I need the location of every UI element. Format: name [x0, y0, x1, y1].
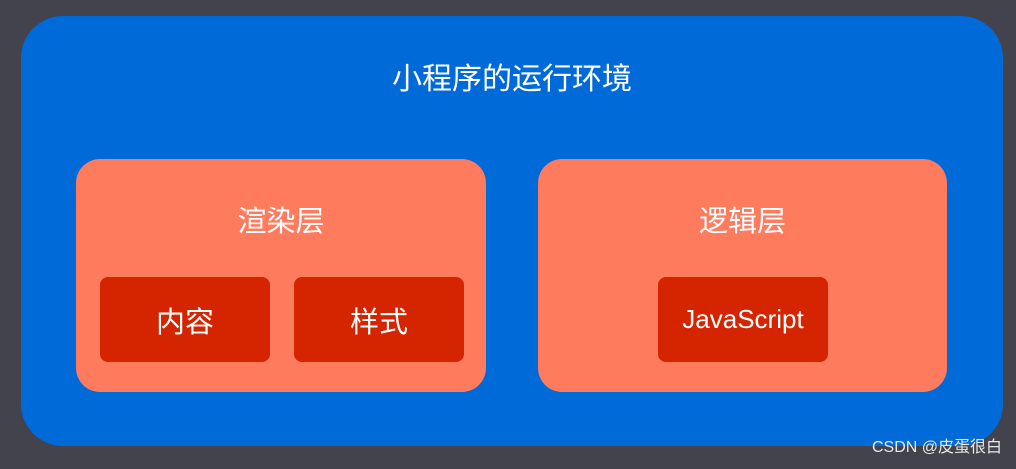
logic-layer-box: 逻辑层 JavaScript [538, 159, 947, 392]
javascript-item: JavaScript [658, 277, 828, 362]
environment-title: 小程序的运行环境 [392, 62, 632, 97]
style-item: 样式 [294, 277, 464, 362]
content-item: 内容 [100, 277, 270, 362]
render-layer-title: 渲染层 [237, 204, 325, 238]
csdn-watermark: CSDN @皮蛋很白 [871, 439, 1002, 456]
render-layer-box: 渲染层 内容 样式 [76, 159, 486, 392]
logic-layer-title: 逻辑层 [698, 204, 786, 238]
runtime-environment-container: 小程序的运行环境 渲染层 内容 样式 逻辑层 JavaScript [21, 16, 1003, 446]
